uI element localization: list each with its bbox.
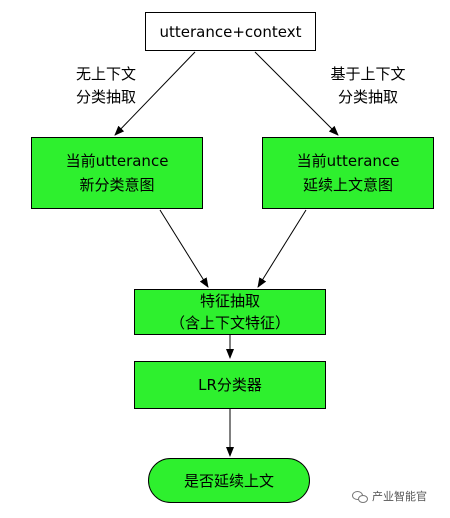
lr-classifier-label: LR分类器 [198,376,262,394]
decision-node: 是否延续上文 [148,458,310,503]
edge-label-right-line-2: 分类抽取 [337,88,398,106]
edge-label-right: 基于上下文 分类抽取 [318,63,418,109]
input-node: utterance+context [145,12,316,51]
new-intent-line-2: 新分类意图 [79,176,155,194]
watermark: 产业智能官 [352,488,427,504]
edge-continue-intent-to-feature [257,209,307,288]
feature-extraction-node: 特征抽取 （含上下文特征） [134,289,326,335]
continue-intent-line-2: 延续上文意图 [302,176,393,194]
continue-intent-line-1: 当前utterance [296,152,400,170]
edge-label-left-line-2: 分类抽取 [75,88,136,106]
feature-extraction-line-1: 特征抽取 [199,292,260,310]
input-node-label: utterance+context [159,22,302,41]
new-intent-node: 当前utterance 新分类意图 [31,137,203,209]
edge-new-intent-to-feature [159,209,209,288]
edge-input-to-new-intent [114,51,196,136]
continue-intent-node: 当前utterance 延续上文意图 [262,137,434,209]
feature-extraction-line-2: （含上下文特征） [169,314,290,332]
new-intent-line-1: 当前utterance [65,152,169,170]
watermark-text: 产业智能官 [372,490,427,503]
edge-label-left-line-1: 无上下文 [75,65,136,83]
edge-label-right-line-1: 基于上下文 [330,65,406,83]
wechat-icon [352,490,368,503]
decision-label: 是否延续上文 [183,471,274,490]
lr-classifier-node: LR分类器 [134,361,326,409]
edge-input-to-continue-intent [254,51,339,136]
edge-label-left: 无上下文 分类抽取 [66,63,146,109]
